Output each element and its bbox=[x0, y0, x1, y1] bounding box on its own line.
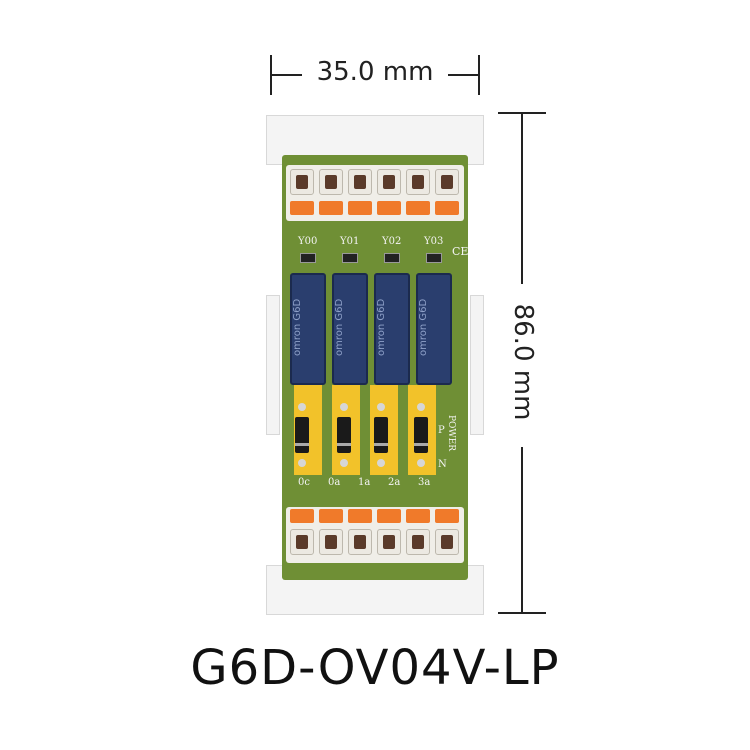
width-dimension-right-tick bbox=[478, 55, 480, 95]
output-label: Y02 bbox=[382, 236, 402, 247]
left-side-clip bbox=[266, 295, 280, 435]
output-label: Y00 bbox=[298, 236, 318, 247]
solder-pin bbox=[298, 403, 306, 411]
terminal-screw bbox=[348, 529, 372, 555]
solder-pin bbox=[377, 403, 385, 411]
solder-pin bbox=[377, 459, 385, 467]
terminal-lever bbox=[435, 201, 459, 215]
status-led bbox=[300, 253, 316, 263]
status-led bbox=[342, 253, 358, 263]
model-name: G6D-OV04V-LP bbox=[190, 640, 560, 696]
bottom-terminal-block bbox=[286, 507, 464, 563]
relay: omron G6D bbox=[332, 273, 368, 385]
height-dimension-bottom-tick bbox=[498, 612, 546, 614]
n-mark: N bbox=[438, 459, 447, 470]
status-led bbox=[426, 253, 442, 263]
p-mark: P bbox=[438, 425, 445, 436]
solder-pin bbox=[417, 403, 425, 411]
power-mark: POWER bbox=[446, 415, 456, 452]
height-dimension-bottom-line bbox=[521, 447, 523, 612]
relay-brand-label: omron G6D bbox=[418, 298, 429, 356]
terminal-lever bbox=[290, 201, 314, 215]
terminal-screw bbox=[290, 529, 314, 555]
ce-mark: CE bbox=[452, 245, 469, 258]
diode bbox=[337, 417, 351, 453]
diode bbox=[414, 417, 428, 453]
terminal-lever bbox=[377, 509, 401, 523]
width-dimension-label: 35.0 mm bbox=[316, 57, 434, 87]
relay-brand-label: omron G6D bbox=[292, 298, 303, 356]
relay-brand-label: omron G6D bbox=[376, 298, 387, 356]
relay: omron G6D bbox=[416, 273, 452, 385]
terminal-lever bbox=[377, 201, 401, 215]
solder-pin bbox=[340, 459, 348, 467]
terminal-lever bbox=[348, 201, 372, 215]
terminal-lever bbox=[406, 509, 430, 523]
terminal-label: 0a bbox=[328, 477, 341, 488]
terminal-lever bbox=[290, 509, 314, 523]
solder-pin bbox=[340, 403, 348, 411]
terminal-screw bbox=[377, 529, 401, 555]
solder-pin bbox=[298, 459, 306, 467]
right-side-clip bbox=[470, 295, 484, 435]
diode bbox=[295, 417, 309, 453]
terminal-screw bbox=[290, 169, 314, 195]
width-dimension-left-line bbox=[272, 74, 302, 76]
height-dimension-top-line bbox=[521, 114, 523, 284]
terminal-lever bbox=[319, 201, 343, 215]
terminal-screw bbox=[348, 169, 372, 195]
terminal-screw bbox=[406, 529, 430, 555]
relay: omron G6D bbox=[374, 273, 410, 385]
terminal-label: 2a bbox=[388, 477, 401, 488]
relay-module-image: Y00 Y01 Y02 Y03 CE omron G6D omron G6D o… bbox=[266, 115, 484, 615]
output-label: Y03 bbox=[424, 236, 444, 247]
terminal-screw bbox=[406, 169, 430, 195]
height-dimension-label: 86.0 mm bbox=[508, 303, 538, 421]
relay: omron G6D bbox=[290, 273, 326, 385]
width-dimension-left-tick bbox=[270, 55, 272, 95]
height-dimension-top-tick bbox=[498, 112, 546, 114]
status-led bbox=[384, 253, 400, 263]
solder-pin bbox=[417, 459, 425, 467]
width-dimension: 35.0 mm bbox=[270, 55, 480, 95]
terminal-screw bbox=[435, 529, 459, 555]
terminal-lever bbox=[406, 201, 430, 215]
terminal-screw bbox=[377, 169, 401, 195]
terminal-label: 1a bbox=[358, 477, 371, 488]
terminal-screw bbox=[319, 529, 343, 555]
height-dimension: 86.0 mm bbox=[498, 112, 548, 614]
top-terminal-block bbox=[286, 165, 464, 221]
terminal-screw bbox=[435, 169, 459, 195]
relay-brand-label: omron G6D bbox=[334, 298, 345, 356]
terminal-lever bbox=[348, 509, 372, 523]
terminal-screw bbox=[319, 169, 343, 195]
width-dimension-right-line bbox=[448, 74, 478, 76]
terminal-label: 3a bbox=[418, 477, 431, 488]
output-label: Y01 bbox=[340, 236, 360, 247]
terminal-lever bbox=[319, 509, 343, 523]
diode bbox=[374, 417, 388, 453]
terminal-lever bbox=[435, 509, 459, 523]
terminal-label: 0c bbox=[298, 477, 310, 488]
